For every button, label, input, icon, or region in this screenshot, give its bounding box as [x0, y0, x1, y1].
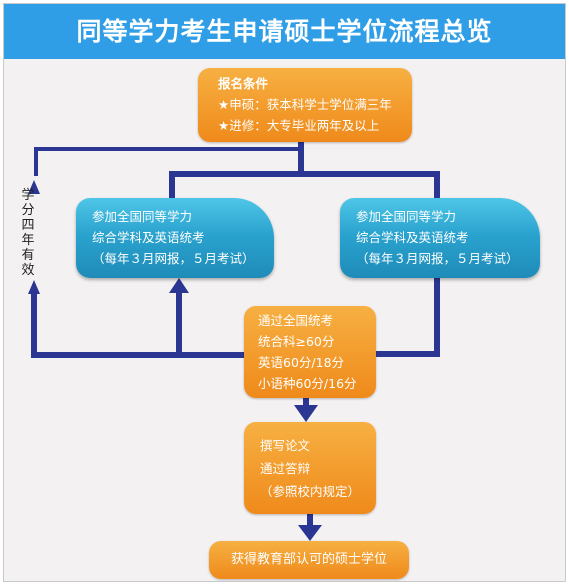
- page-title: 同等学力考生申请硕士学位流程总览: [76, 17, 493, 46]
- pass-line: 英语60分/18分: [258, 355, 345, 370]
- final-degree-box: 获得教育部认可的硕士学位: [209, 541, 409, 579]
- exam-line: （每年３月网报，５月考试）: [356, 251, 519, 266]
- arrow-head-left-loop-bottom: [28, 280, 40, 294]
- side-note-char: 四: [21, 218, 35, 233]
- pass-line: 小语种60分/16分: [258, 376, 357, 391]
- connector-right-exam: [372, 274, 440, 357]
- exam-line: 参加全国同等学力: [356, 209, 457, 224]
- arrow-head-pass-thesis: [294, 405, 318, 422]
- pass-line: 统合科≥60分: [258, 334, 335, 349]
- exam-box-right: 参加全国同等学力 综合学科及英语统考 （每年３月网报，５月考试）: [340, 198, 540, 278]
- title-banner: [4, 4, 565, 59]
- requirements-box: 报名条件 ★申硕：获本科学士学位满三年 ★进修：大专毕业两年及以上: [198, 68, 412, 142]
- thesis-line: （参照校内规定）: [260, 484, 361, 499]
- side-note-char: 有: [21, 248, 35, 263]
- side-note-char: 学: [21, 188, 35, 203]
- requirements-line: ★进修：大专毕业两年及以上: [218, 118, 380, 133]
- thesis-line: 通过答辩: [260, 461, 311, 476]
- requirements-heading: 报名条件: [218, 76, 269, 91]
- arrow-head-up-left: [169, 278, 189, 293]
- thesis-box: 撰写论文 通过答辩 （参照校内规定）: [244, 422, 376, 514]
- side-note-char: 效: [21, 263, 35, 278]
- exam-line: 综合学科及英语统考: [356, 230, 469, 245]
- connector-left-loop: [31, 294, 257, 358]
- side-note-char: 分: [21, 203, 35, 218]
- pass-exam-box: 通过全国统考 统合科≥60分 英语60分/18分 小语种60分/16分: [244, 306, 376, 398]
- arrow-head-thesis-final: [298, 525, 322, 541]
- thesis-line: 撰写论文: [260, 438, 311, 453]
- connector-split: [169, 142, 440, 200]
- connector-lines: [28, 142, 440, 541]
- flowchart-frame: 同等学力考生申请硕士学位流程总览 学: [3, 3, 566, 582]
- exam-box-left: 参加全国同等学力 综合学科及英语统考 （每年３月网报，５月考试）: [76, 198, 274, 278]
- exam-line: 综合学科及英语统考: [92, 230, 205, 245]
- side-note-vertical: 学 分 四 年 有 效: [19, 188, 37, 278]
- exam-line: 参加全国同等学力: [92, 209, 193, 224]
- exam-line: （每年３月网报，５月考试）: [92, 251, 255, 266]
- pass-line: 通过全国统考: [258, 313, 334, 328]
- connector-top-left: [34, 144, 303, 176]
- requirements-line: ★申硕：获本科学士学位满三年: [218, 97, 392, 112]
- arrow-head-left-loop: [28, 180, 40, 194]
- side-note-char: 年: [21, 233, 35, 248]
